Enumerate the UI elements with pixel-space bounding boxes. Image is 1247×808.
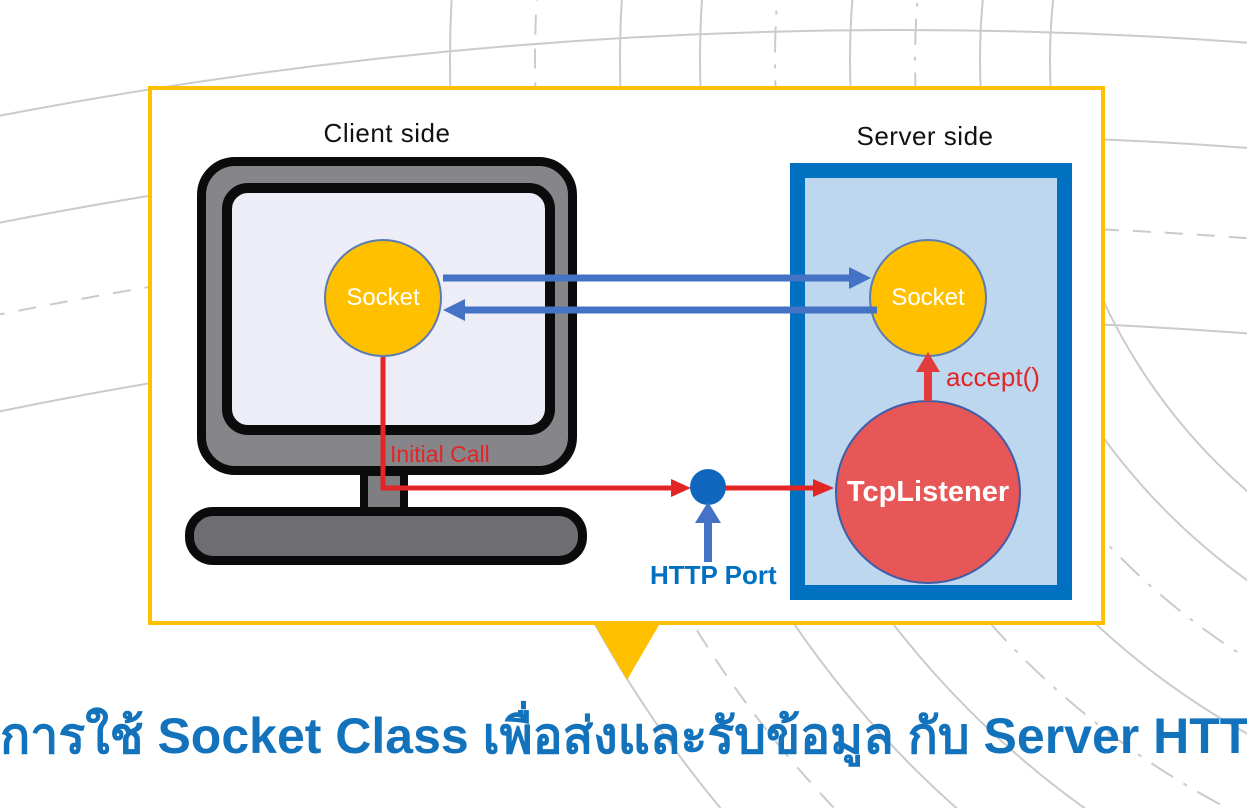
server-socket-label: Socket — [891, 284, 965, 311]
tcplistener-label: TcpListener — [846, 475, 1010, 508]
client-side-label: Client side — [323, 118, 451, 148]
client-socket-label: Socket — [346, 284, 420, 311]
page-title: การใช้ Socket Class เพื่อส่งและรับข้อมูล… — [0, 708, 1247, 764]
monitor-stand-base — [185, 507, 587, 565]
client-socket-node: Socket — [324, 239, 442, 357]
server-socket-node: Socket — [869, 239, 987, 357]
server-side-label: Server side — [856, 121, 994, 151]
accept-label: accept() — [946, 362, 1040, 392]
callout-pointer-triangle — [595, 625, 659, 680]
initial-call-label: Initial Call — [390, 441, 490, 467]
tcplistener-node: TcpListener — [835, 400, 1021, 584]
http-port-label: HTTP Port — [650, 560, 777, 590]
